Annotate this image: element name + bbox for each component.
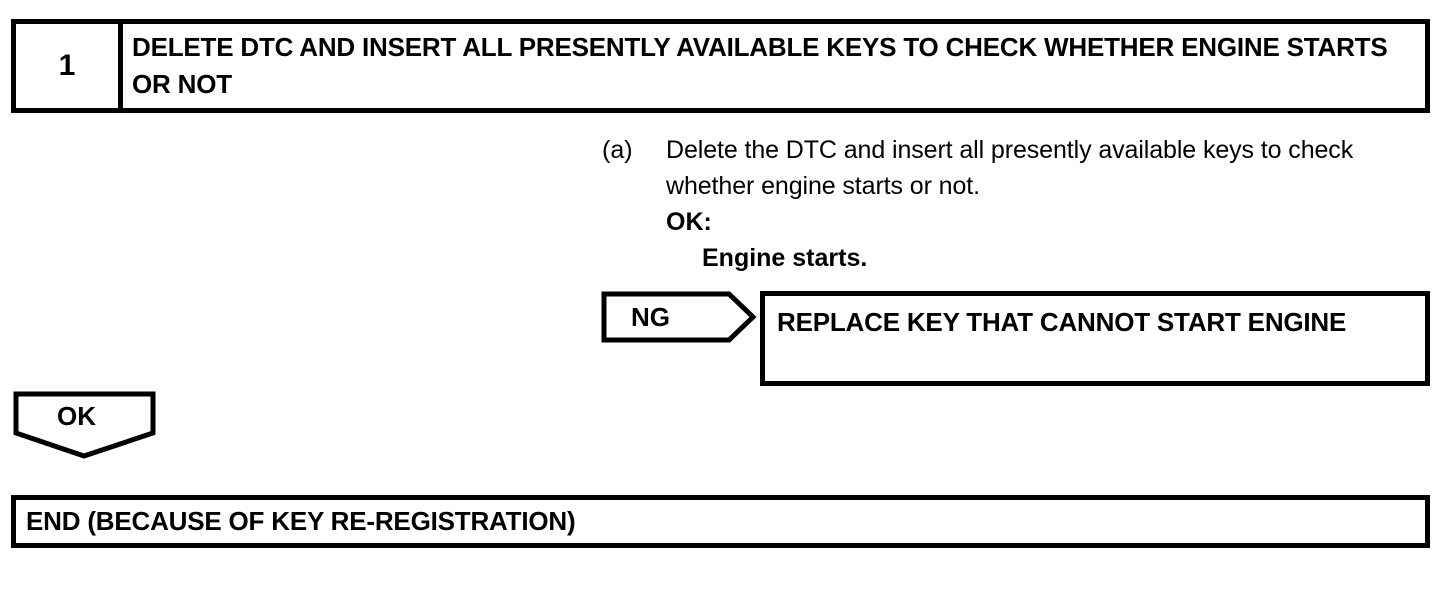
step-number-cell: 1 — [16, 24, 123, 108]
instruction-row: (a) Delete the DTC and insert all presen… — [602, 132, 1442, 204]
judgement-ng-shape-icon: NG — [601, 291, 757, 343]
outcome-box-replace: REPLACE KEY THAT CANNOT START ENGINE — [760, 291, 1430, 386]
result-value: Engine starts. — [702, 244, 868, 272]
instruction-block: (a) Delete the DTC and insert all presen… — [602, 132, 1442, 276]
instruction-marker: (a) — [602, 136, 633, 164]
outcome-end-text: END (BECAUSE OF KEY RE-REGISTRATION) — [26, 505, 576, 536]
result-label: OK: — [666, 208, 712, 236]
instruction-text: Delete the DTC and insert all presently … — [666, 136, 1354, 200]
step-number: 1 — [58, 49, 76, 82]
step-title: DELETE DTC AND INSERT ALL PRESENTLY AVAI… — [132, 32, 1388, 99]
judgement-ok: OK — [13, 391, 156, 459]
judgement-ng: NG — [601, 291, 757, 343]
outcome-replace-text: REPLACE KEY THAT CANNOT START ENGINE — [777, 307, 1347, 337]
judgement-ng-label: NG — [631, 302, 670, 332]
step-header-box: 1 DELETE DTC AND INSERT ALL PRESENTLY AV… — [11, 19, 1430, 113]
step-title-cell: DELETE DTC AND INSERT ALL PRESENTLY AVAI… — [123, 24, 1425, 108]
judgement-ok-shape-icon: OK — [13, 391, 156, 459]
judgement-ok-label: OK — [57, 401, 96, 431]
outcome-box-end: END (BECAUSE OF KEY RE-REGISTRATION) — [11, 495, 1430, 548]
